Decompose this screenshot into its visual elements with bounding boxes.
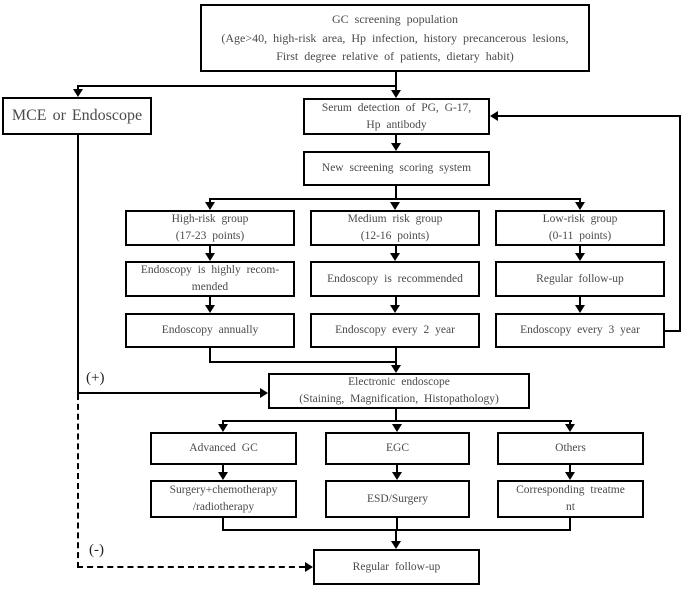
- arrowhead-into-regular-followup-low: [575, 253, 585, 261]
- arrowhead-into-surgery-chemo: [218, 472, 228, 480]
- connector-high-stem: [209, 198, 211, 204]
- node-endoscopy-annually: Endoscopy annually: [125, 313, 295, 348]
- arrowhead-into-corresponding: [565, 472, 575, 480]
- connector-annually-down: [209, 348, 211, 363]
- arrowhead-into-2year: [390, 305, 400, 313]
- arrowhead-negative-into-followup: [305, 562, 313, 572]
- arrowhead-into-final-followup: [391, 541, 401, 549]
- arrowhead-feedback-into-serum: [490, 111, 498, 121]
- connector-outcome-branch: [222, 420, 572, 422]
- node-esd-surgery: ESD/Surgery: [325, 480, 470, 518]
- connector-high-rec: [209, 246, 211, 255]
- connector-others-stem: [569, 420, 571, 426]
- connector-esd-merge: [396, 518, 398, 531]
- node-endoscopy-highly-recommended: Endoscopy is highly recom- mended: [125, 261, 295, 297]
- connector-mce-down: [77, 135, 79, 394]
- connector-2year-down: [395, 348, 397, 367]
- connector-advanced-stem: [222, 420, 224, 426]
- node-others: Others: [497, 432, 644, 465]
- arrowhead-into-annually: [205, 305, 215, 313]
- arrowhead-into-3year: [575, 305, 585, 313]
- connector-low-stem: [579, 198, 581, 204]
- connector-serum-scoring: [395, 135, 397, 145]
- node-corresponding-treatment: Corresponding treatme nt: [497, 480, 644, 518]
- node-advanced-gc: Advanced GC: [150, 432, 297, 465]
- connector-advanced-treatment: [222, 465, 224, 474]
- arrowhead-into-low-risk: [575, 202, 585, 210]
- connector-others-treatment: [569, 465, 571, 474]
- connector-med-rec: [395, 246, 397, 255]
- arrowhead-into-recommended: [390, 253, 400, 261]
- arrowhead-into-medium-risk: [390, 202, 400, 210]
- connector-gc-down: [395, 72, 397, 92]
- node-endoscopy-recommended: Endoscopy is recommended: [310, 261, 480, 297]
- node-gc-screening-population: GC screening population (Age>40, high-ri…: [200, 4, 590, 72]
- arrowhead-into-others: [565, 424, 575, 432]
- arrowhead-into-scoring: [391, 143, 401, 151]
- arrowhead-positive-into-electronic: [260, 388, 268, 398]
- connector-rec-annually: [209, 297, 211, 307]
- node-scoring-system: New screening scoring system: [303, 151, 490, 186]
- node-low-risk-group: Low-risk group (0-11 points): [495, 210, 665, 246]
- node-medium-risk-group: Medium risk group (12-16 points): [310, 210, 480, 246]
- connector-risk-branch: [209, 198, 581, 200]
- connector-low-rec: [579, 246, 581, 255]
- node-endoscopy-every-3-year: Endoscopy every 3 year: [495, 313, 665, 348]
- connector-annually-merge: [209, 361, 397, 363]
- connector-3year-out: [665, 330, 681, 332]
- arrowhead-into-electronic: [391, 365, 401, 373]
- connector-negative-dashed-horizontal: [77, 566, 305, 568]
- connector-positive-horizontal: [77, 392, 262, 394]
- node-endoscopy-every-2-year: Endoscopy every 2 year: [310, 313, 480, 348]
- arrowhead-into-egc: [392, 424, 402, 432]
- connector-negative-dashed-vertical: [77, 394, 79, 568]
- connector-feedback-horizontal: [496, 115, 679, 117]
- arrowhead-into-esd-surgery: [392, 472, 402, 480]
- node-regular-followup-final: Regular follow-up: [313, 549, 480, 585]
- node-regular-followup-low: Regular follow-up: [495, 261, 665, 297]
- node-surgery-chemo-radio: Surgery+chemotherapy /radiotherapy: [150, 480, 297, 518]
- connector-corresponding-merge: [569, 518, 571, 531]
- connector-rec-2year: [395, 297, 397, 307]
- edge-label-positive: (+): [86, 370, 105, 386]
- connector-mce-stem: [77, 85, 79, 91]
- node-high-risk-group: High-risk group (17-23 points): [125, 210, 295, 246]
- connector-scoring-down: [395, 186, 397, 200]
- arrowhead-into-advanced-gc: [218, 424, 228, 432]
- arrowhead-into-mce: [73, 89, 83, 97]
- node-mce-or-endoscope: MCE or Endoscope: [2, 97, 152, 135]
- node-serum-detection: Serum detection of PG, G-17, Hp antibody: [303, 98, 490, 135]
- connector-top-branch: [77, 85, 397, 87]
- arrowhead-into-serum: [391, 90, 401, 98]
- connector-egc-treatment: [396, 465, 398, 474]
- edge-label-negative: (-): [89, 542, 104, 558]
- node-egc: EGC: [325, 432, 470, 465]
- connector-surgery-merge: [222, 518, 224, 531]
- arrowhead-into-highly-recommended: [205, 253, 215, 261]
- connector-electronic-down: [395, 409, 397, 422]
- connector-merge-down: [395, 529, 397, 543]
- node-electronic-endoscope: Electronic endoscope (Staining, Magnific…: [268, 373, 530, 409]
- connector-feedback-vertical: [679, 115, 681, 332]
- arrowhead-into-high-risk: [205, 202, 215, 210]
- connector-followup-3year: [579, 297, 581, 307]
